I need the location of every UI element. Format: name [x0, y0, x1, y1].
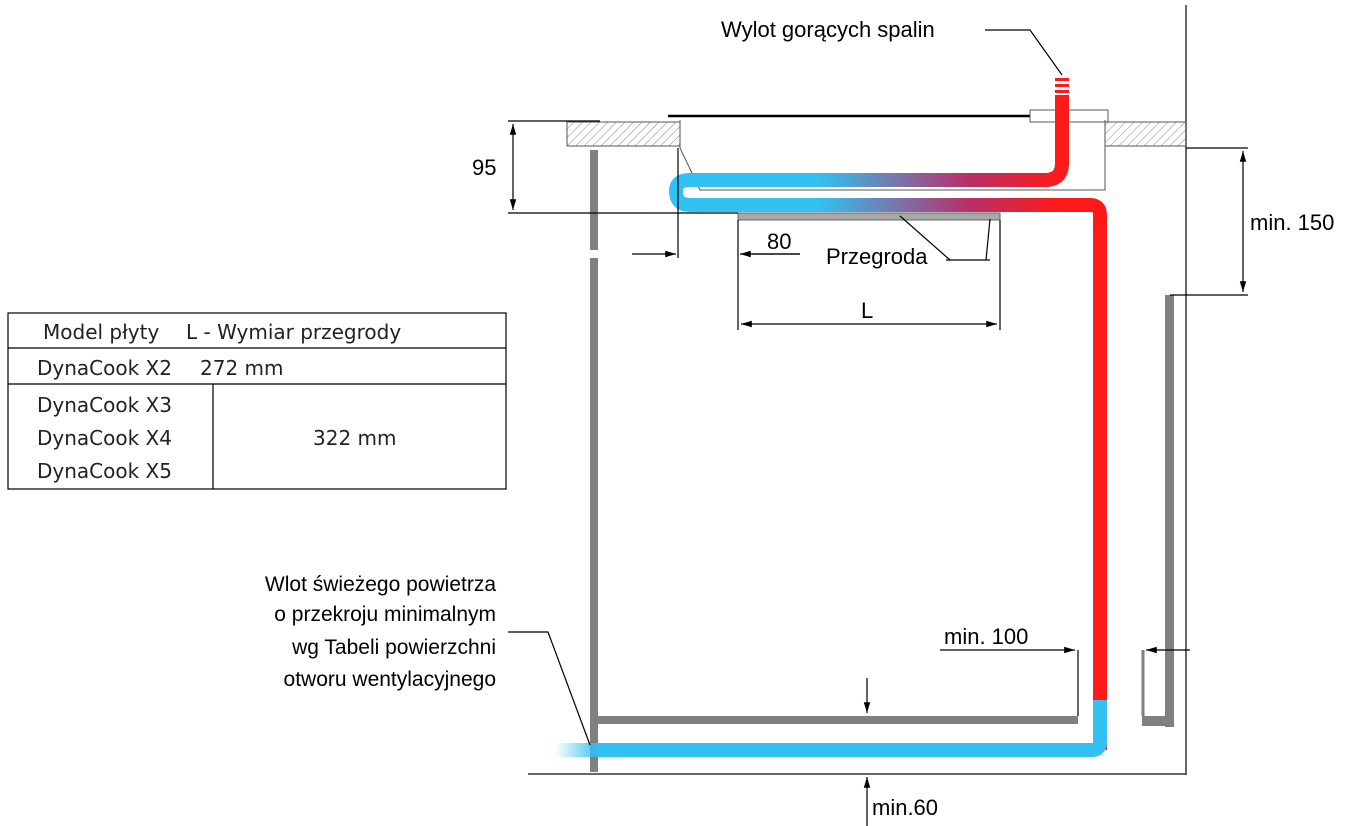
right-wall: [1165, 295, 1174, 727]
inlet-label-line-3: wg Tabeli powierzchni: [291, 636, 496, 659]
inlet-label-line-4: otworu wentylacyjnego: [284, 668, 496, 691]
dimension-lines: [508, 29, 1248, 826]
inlet-label-line-2: o przekroju minimalnym: [274, 603, 496, 626]
dim-min60-label: min.60: [872, 795, 938, 820]
fresh-air-inlet-label: Wlot świeżego powietrza o przekroju mini…: [265, 573, 496, 691]
flow-path-hot: [669, 162, 1107, 750]
left-wall-upper: [590, 150, 598, 250]
table-row-2-value: 322 mm: [313, 426, 397, 450]
inlet-leader: [508, 631, 591, 746]
dim-L-label: L: [861, 298, 873, 323]
countertop-left: [566, 121, 681, 147]
countertop: [566, 109, 1187, 191]
table-row-2-model-1: DynaCook X3: [37, 393, 172, 417]
dim-min150-label: min. 150: [1250, 210, 1334, 235]
exhaust-outlet-label: Wylot gorących spalin: [721, 17, 935, 42]
partition-size-table: Model płyty L - Wymiar przegrody DynaCoo…: [7, 312, 507, 490]
table-row-1-model: DynaCook X2: [37, 356, 172, 380]
flow-path-cold: [598, 700, 1107, 757]
bottom-shelf: [598, 716, 1078, 724]
table-header-model: Model płyty: [43, 320, 159, 344]
exhaust-leader: [985, 29, 1063, 76]
countertop-right: [1104, 121, 1187, 147]
right-plinth: [1142, 716, 1174, 726]
inlet-label-line-1: Wlot świeżego powietrza: [265, 573, 496, 596]
hob-body: [679, 120, 1106, 191]
airflow: [555, 78, 1107, 757]
cabinet: [528, 5, 1187, 775]
left-wall-lower: [590, 258, 598, 772]
table-row-1-value: 272 mm: [200, 356, 284, 380]
table-header-length: L - Wymiar przegrody: [186, 320, 401, 344]
flow-exhaust-riser: [1055, 95, 1069, 165]
dim-95-label: 95: [472, 155, 496, 180]
partition-plate: [737, 212, 1001, 221]
partition-label: Przegroda: [826, 244, 928, 269]
table-row-2-model-3: DynaCook X5: [37, 459, 172, 483]
table-row-2-model-2: DynaCook X4: [37, 426, 172, 450]
table-border: [7, 312, 507, 490]
flow-inlet-fade: [555, 743, 600, 757]
dim-min100-label: min. 100: [944, 624, 1028, 649]
dim-80-label: 80: [767, 229, 791, 254]
